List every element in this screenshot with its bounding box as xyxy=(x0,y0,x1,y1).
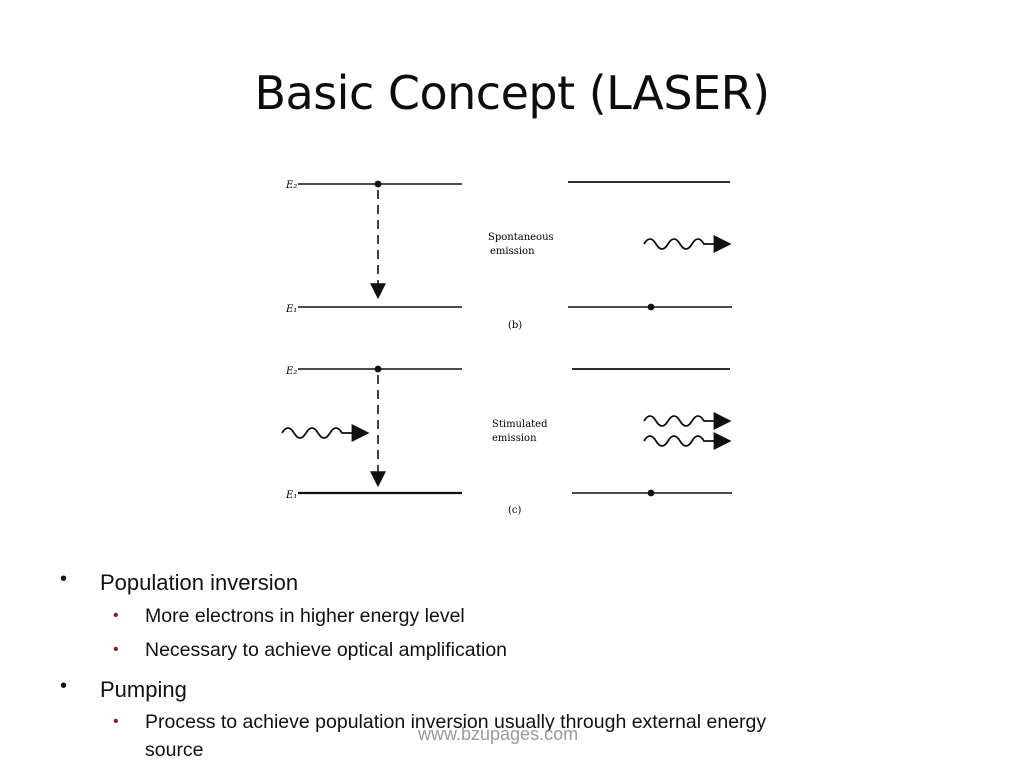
panel-c-incident-photon xyxy=(281,424,370,442)
panel-b-e2-label: E₂ xyxy=(285,180,297,191)
panel-b-upper-electron xyxy=(374,180,382,188)
panel-c-left: E₂ E₁ xyxy=(281,365,462,501)
sub-bullet-pumping-process-cont: source xyxy=(145,739,204,761)
panel-b-caption: (b) xyxy=(508,320,522,331)
panel-c-caption: (c) xyxy=(508,505,522,516)
watermark: www.bzupages.com xyxy=(418,724,579,744)
bullet-pumping: Pumping xyxy=(100,677,187,702)
sub-bullet-marker: • xyxy=(113,713,119,730)
panel-b-emitted-photon xyxy=(643,235,732,253)
bullet-population-inversion: Population inversion xyxy=(100,570,299,595)
panel-c-lower-electron xyxy=(647,489,655,497)
panel-b-left: E₂ E₁ xyxy=(285,180,462,315)
panel-b-e1-label: E₁ xyxy=(285,304,297,315)
slide-title: Basic Concept (LASER) xyxy=(254,66,770,120)
sub-bullet-marker: • xyxy=(113,641,119,658)
panel-c-e1-label: E₁ xyxy=(285,490,297,501)
panel-c-e2-label: E₂ xyxy=(285,366,297,377)
panel-b-label-line1: Spontaneous xyxy=(488,232,554,243)
panel-b-lower-electron xyxy=(647,303,655,311)
bullet-marker: • xyxy=(60,675,68,697)
panel-c-emitted-photon-1 xyxy=(643,412,732,430)
panel-c-right xyxy=(572,368,732,497)
panel-b-label-line2: emission xyxy=(490,246,535,257)
panel-c-label-line2: emission xyxy=(492,433,537,444)
sub-bullet-pumping-process: Process to achieve population inversion … xyxy=(145,711,767,733)
panel-b-right xyxy=(568,181,732,311)
panel-c-emitted-photon-2 xyxy=(643,432,732,450)
sub-bullet-optical-amplification: Necessary to achieve optical amplificati… xyxy=(145,639,508,661)
panel-c-label-line1: Stimulated xyxy=(492,419,548,430)
sub-bullet-more-electrons: More electrons in higher energy level xyxy=(145,605,465,627)
sub-bullet-marker: • xyxy=(113,607,119,624)
bullet-marker: • xyxy=(60,568,68,590)
panel-c-upper-electron xyxy=(374,365,382,373)
